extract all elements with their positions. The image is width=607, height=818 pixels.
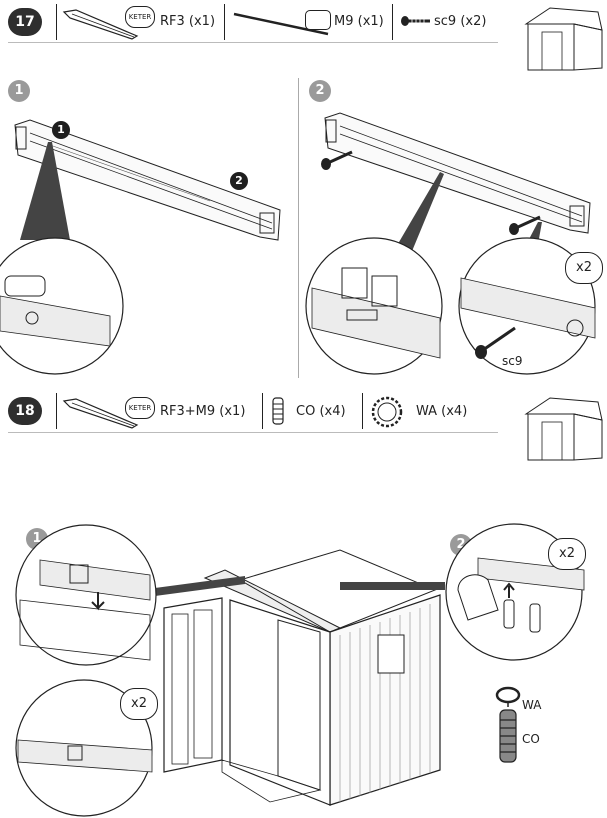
connector-icon: [272, 397, 284, 425]
divider: [56, 4, 57, 40]
quantity-badge: x2: [120, 688, 158, 720]
detail-bubble-top-right: [445, 523, 585, 661]
washer-icon: [371, 396, 403, 428]
keter-logo: KETER: [125, 6, 155, 28]
step-18-rule: [8, 432, 498, 433]
bar-detail-icon: [305, 10, 331, 30]
keter-logo: KETER: [125, 397, 155, 419]
divider: [362, 393, 363, 429]
shed-thumbnail-icon: [524, 7, 603, 71]
wa-label: WA: [522, 698, 542, 712]
screw-label: sc9: [502, 354, 523, 368]
step-17-badge: 17: [8, 8, 42, 36]
step-18-badge: 18: [8, 397, 42, 425]
divider: [392, 4, 393, 40]
detail-bubble-right: [458, 237, 596, 375]
screw-icon: [401, 16, 430, 26]
zoom-pointer: [392, 172, 444, 256]
sub-step-2-badge: 2: [309, 80, 331, 102]
screw-icon: [509, 215, 541, 235]
callout-2: 2: [230, 172, 248, 190]
zoom-pointer: [140, 576, 445, 598]
part-sc9-label: sc9 (x2): [434, 14, 487, 29]
part-m9-label: M9 (x1): [334, 14, 384, 29]
shed-thumbnail-icon: [524, 397, 603, 461]
roof-beam-icon: [62, 398, 139, 429]
divider: [224, 4, 225, 40]
part-rf3-m9-label: RF3+M9 (x1): [160, 404, 246, 419]
roof-beam-drawing-2: [324, 112, 591, 234]
quantity-badge: x2: [565, 252, 603, 284]
panel-divider: [298, 78, 299, 378]
part-wa-label: WA (x4): [416, 404, 468, 419]
bar-icon: [233, 12, 329, 36]
detail-bubble-bottom-left: [15, 679, 153, 817]
detail-bubble-mid: [305, 237, 443, 375]
washer-icon: [495, 686, 521, 707]
sub-step-1-badge: 1: [8, 80, 30, 102]
quantity-badge: x2: [548, 538, 586, 570]
divider: [262, 393, 263, 429]
screw-icon: [321, 150, 353, 170]
step-17-rule: [8, 42, 498, 43]
detail-bubble-top-left: [15, 524, 157, 666]
divider: [56, 393, 57, 429]
zoom-pointer: [20, 142, 70, 240]
detail-bubble-left: [0, 237, 124, 375]
connector-icon: [499, 709, 517, 763]
roof-beam-icon: [62, 9, 139, 40]
shed-drawing: [163, 549, 441, 806]
roof-beam-drawing: [14, 119, 281, 241]
part-co-label: CO (x4): [296, 404, 346, 419]
callout-1: 1: [52, 121, 70, 139]
part-rf3-label: RF3 (x1): [160, 14, 216, 29]
co-label: CO: [522, 732, 540, 746]
